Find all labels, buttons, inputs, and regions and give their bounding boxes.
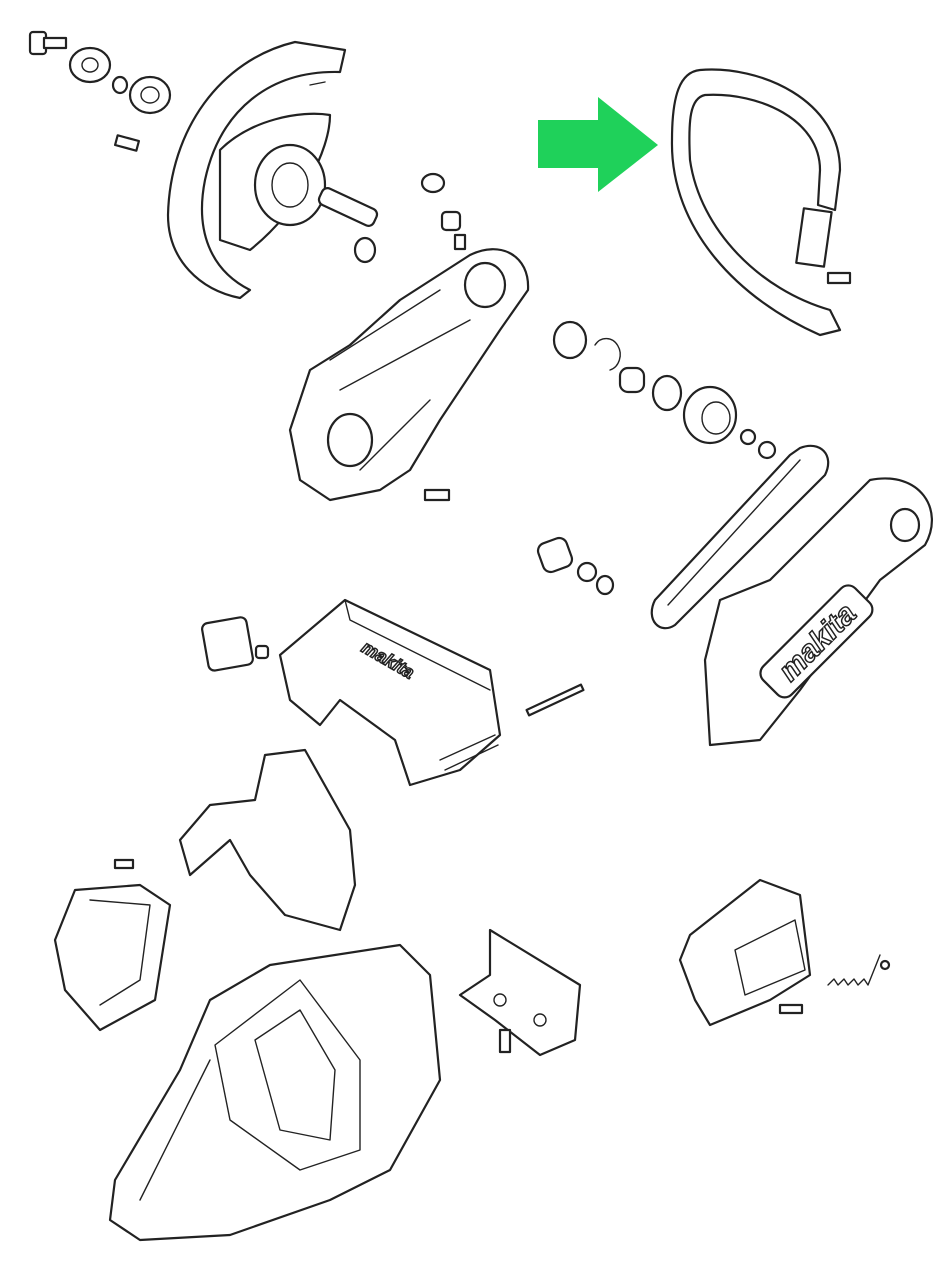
cap	[879, 959, 891, 971]
highlight-arrow-icon	[538, 97, 658, 192]
pulley	[682, 385, 738, 445]
bearing	[651, 374, 683, 412]
switch-lever	[201, 616, 270, 672]
cap	[420, 172, 446, 194]
screw	[498, 1028, 512, 1054]
torsion-spring	[827, 954, 881, 986]
drive-belt	[650, 444, 830, 630]
spring	[536, 536, 574, 574]
inner-flange	[128, 75, 172, 115]
screw	[453, 233, 467, 251]
washer	[739, 428, 757, 446]
bolt	[28, 30, 68, 56]
o-ring	[111, 75, 129, 95]
spring	[440, 210, 462, 232]
side-plate	[458, 928, 582, 1057]
seal-gasket	[178, 748, 357, 932]
gear-housing	[288, 248, 530, 502]
spindle	[317, 187, 379, 264]
pin	[525, 683, 585, 717]
lock-cover	[678, 878, 812, 1027]
retaining-ring	[594, 337, 621, 371]
battery-cover	[53, 858, 172, 1032]
blade-guard	[166, 40, 347, 300]
washer	[576, 561, 598, 583]
sleeve	[618, 366, 646, 394]
screw	[113, 134, 141, 152]
screw	[423, 488, 451, 502]
outer-flange	[68, 46, 112, 84]
main-housing	[108, 943, 442, 1242]
nut	[595, 574, 615, 596]
screw	[778, 1003, 804, 1015]
nut	[757, 440, 777, 460]
front-handle	[670, 68, 852, 337]
motor-cover: makita	[278, 598, 502, 787]
bearing	[552, 320, 588, 360]
